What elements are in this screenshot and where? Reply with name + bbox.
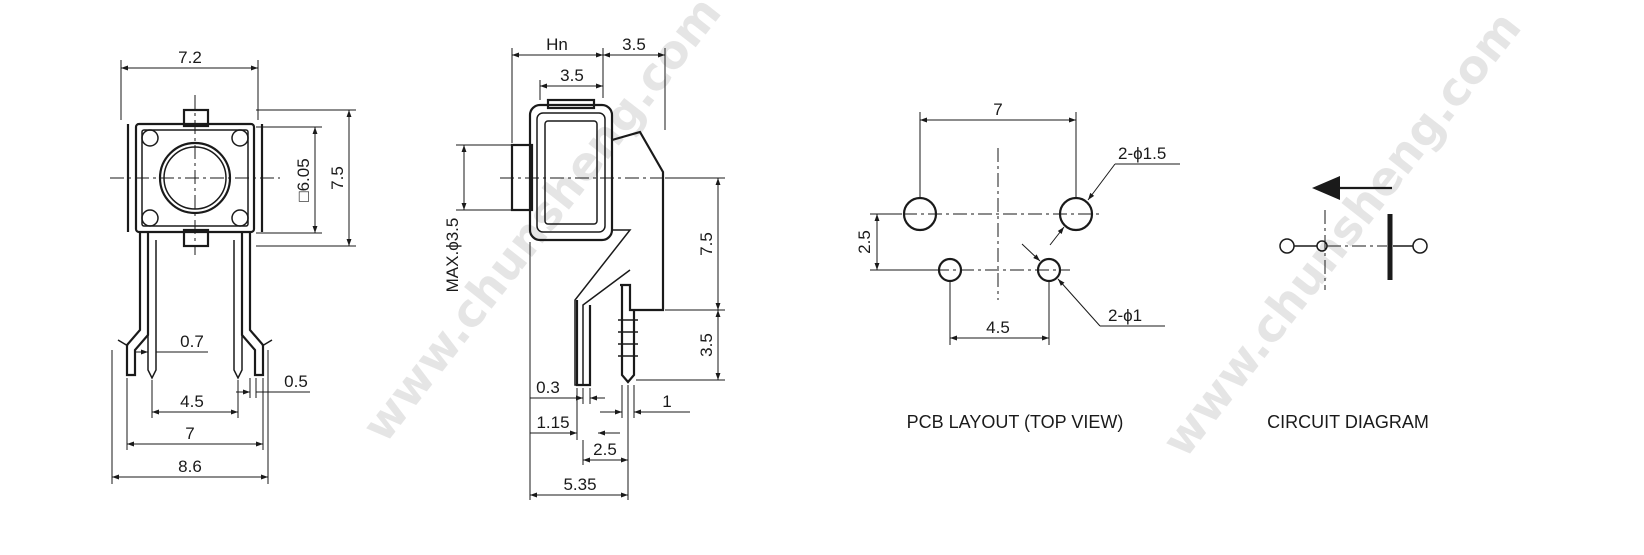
dim-lead-offset: 1.15 [536, 413, 569, 432]
pcb-layout: 7 4.5 2.5 2-ϕ1.5 2-ϕ1 PCB LAYOUT (TOP VI… [855, 100, 1180, 432]
label-small-holes: 2-ϕ1 [1108, 306, 1142, 325]
dim-pin-spacing-inner: 4.5 [180, 392, 204, 411]
dim-lead-thickness: 0.3 [536, 378, 560, 397]
dim-overall-width: 8.6 [178, 457, 202, 476]
dim-width-top: 7.2 [178, 48, 202, 67]
dim-pin-spacing-outer: 7 [185, 424, 194, 443]
dim-lead-length: 3.5 [697, 333, 716, 357]
dim-square-size: □6.05 [294, 158, 313, 201]
circuit-diagram: CIRCUIT DIAGRAM [1267, 176, 1429, 432]
watermarks: www.chunsheng.com www.chunsheng.com [351, 0, 1531, 467]
dim-pin-thickness: 0.5 [284, 372, 308, 391]
side-view: Hn 3.5 3.5 MAX.ϕ3.5 7.5 3.5 0.3 1 [443, 35, 725, 500]
circuit-diagram-caption: CIRCUIT DIAGRAM [1267, 412, 1429, 432]
arrow-left-icon [1312, 176, 1340, 200]
dim-top-offset: 3.5 [622, 35, 646, 54]
dim-height: 7.5 [328, 166, 347, 190]
dim-tab-width: 1 [662, 392, 671, 411]
dim-hole-spacing-bottom: 4.5 [986, 318, 1010, 337]
watermark-text: www.chunsheng.com [1151, 1, 1531, 467]
label-large-holes: 2-ϕ1.5 [1118, 144, 1166, 163]
pcb-layout-caption: PCB LAYOUT (TOP VIEW) [907, 412, 1124, 432]
dim-actuator-height: Hn [546, 35, 568, 54]
dim-row-offset: 2.5 [855, 230, 874, 254]
dim-overall-depth: 5.35 [563, 475, 596, 494]
dim-body-depth: 3.5 [560, 66, 584, 85]
dim-lead-pitch: 2.5 [593, 440, 617, 459]
dim-pin-width: 0.7 [180, 332, 204, 351]
dim-body-height: 7.5 [697, 232, 716, 256]
dim-actuator-diameter: MAX.ϕ3.5 [443, 218, 462, 293]
front-view: 7.2 □6.05 7.5 0.7 0.5 4.5 7 [110, 48, 356, 484]
dim-hole-spacing-top: 7 [993, 100, 1002, 119]
